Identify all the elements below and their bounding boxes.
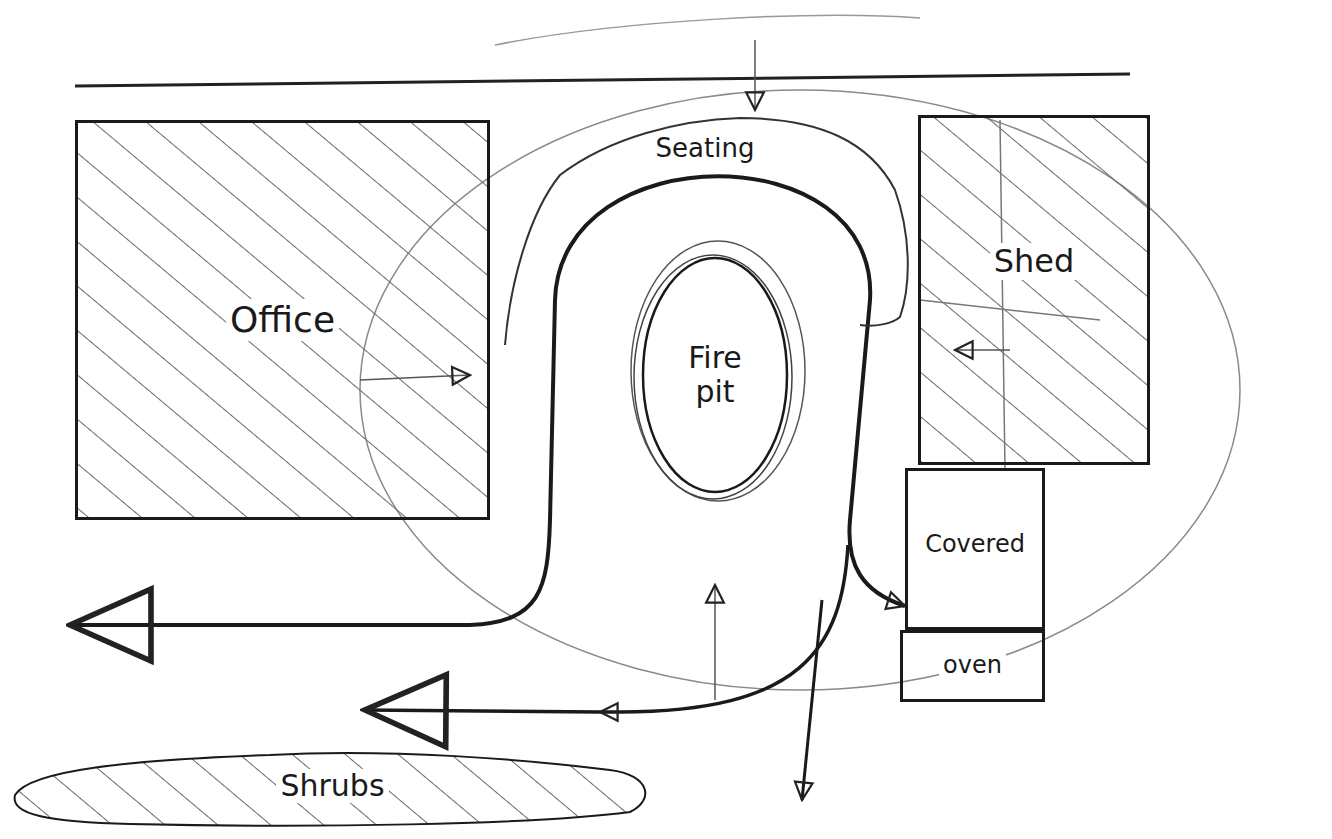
boundary-line (75, 74, 1130, 86)
node-label: Covered (921, 531, 1029, 559)
building-box: Office (75, 120, 490, 520)
covered-box: Covered (905, 468, 1045, 630)
node-label: Seating (652, 134, 759, 164)
shed-hatch (920, 117, 1148, 463)
node-label: Shrubs (276, 769, 388, 804)
circulation-path (470, 176, 905, 625)
circulation-path (600, 545, 848, 712)
fire-pit: Fire pit (640, 255, 790, 495)
circulation-path (70, 623, 470, 627)
node-label: Fire pit (665, 341, 765, 410)
seating-area: Seating (500, 112, 910, 357)
node-label: Shed (990, 243, 1079, 280)
circulation-path (365, 710, 600, 712)
shrub-bed: Shrubs (10, 740, 655, 832)
oven-box: oven (900, 630, 1045, 702)
shed-line (1000, 120, 1005, 470)
orientation-arrow (714, 585, 716, 700)
node-label: Office (226, 299, 339, 340)
shed-line (920, 300, 1100, 320)
orientation-arrow (754, 40, 756, 110)
orientation-arrow (360, 375, 470, 380)
building-box: Shed (918, 115, 1150, 465)
orientation-arrow (955, 349, 1010, 351)
node-label: oven (939, 652, 1006, 680)
circulation-path (802, 600, 822, 800)
zone-circle (360, 90, 1240, 690)
office-hatch (77, 122, 488, 518)
sketch-line (495, 15, 920, 45)
